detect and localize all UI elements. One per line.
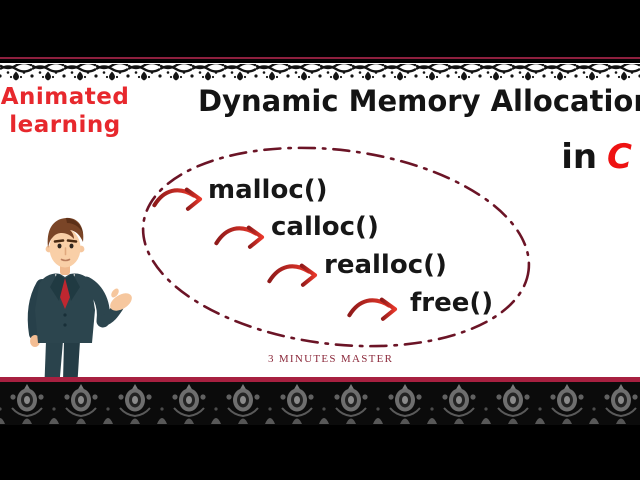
- branding-line1: Animated: [0, 84, 130, 110]
- arrow-icon-free: [349, 300, 395, 319]
- page-title: Dynamic Memory Allocation: [198, 84, 640, 118]
- top-letterbox-bar: [0, 0, 640, 57]
- subtitle-prefix: in: [561, 137, 598, 177]
- arrow-icon-calloc: [216, 228, 262, 247]
- top-accent-stripe: [0, 57, 640, 61]
- function-group-diagram: [141, 146, 531, 348]
- branding-line2: learning: [9, 112, 121, 138]
- function-label-calloc: calloc(): [271, 212, 379, 242]
- slide-content: Animated learning Dynamic Memory Allocat…: [0, 63, 640, 437]
- bottom-accent-stripe: [0, 377, 640, 382]
- function-label-realloc: realloc(): [324, 250, 447, 280]
- function-label-free: free(): [410, 288, 494, 318]
- branding-text: Animated learning: [0, 83, 130, 139]
- bottom-letterbox-bar: [0, 425, 640, 480]
- damask-border-icon: [0, 382, 640, 425]
- function-label-malloc: malloc(): [208, 175, 328, 205]
- language-name: C: [607, 137, 632, 177]
- dashdot-ellipse-icon: [141, 146, 531, 348]
- lace-border-icon: [0, 64, 640, 81]
- channel-watermark: 3 MINUTES MASTER: [268, 353, 394, 365]
- arrow-icon-realloc: [269, 266, 315, 285]
- arrow-icon-malloc: [154, 190, 200, 209]
